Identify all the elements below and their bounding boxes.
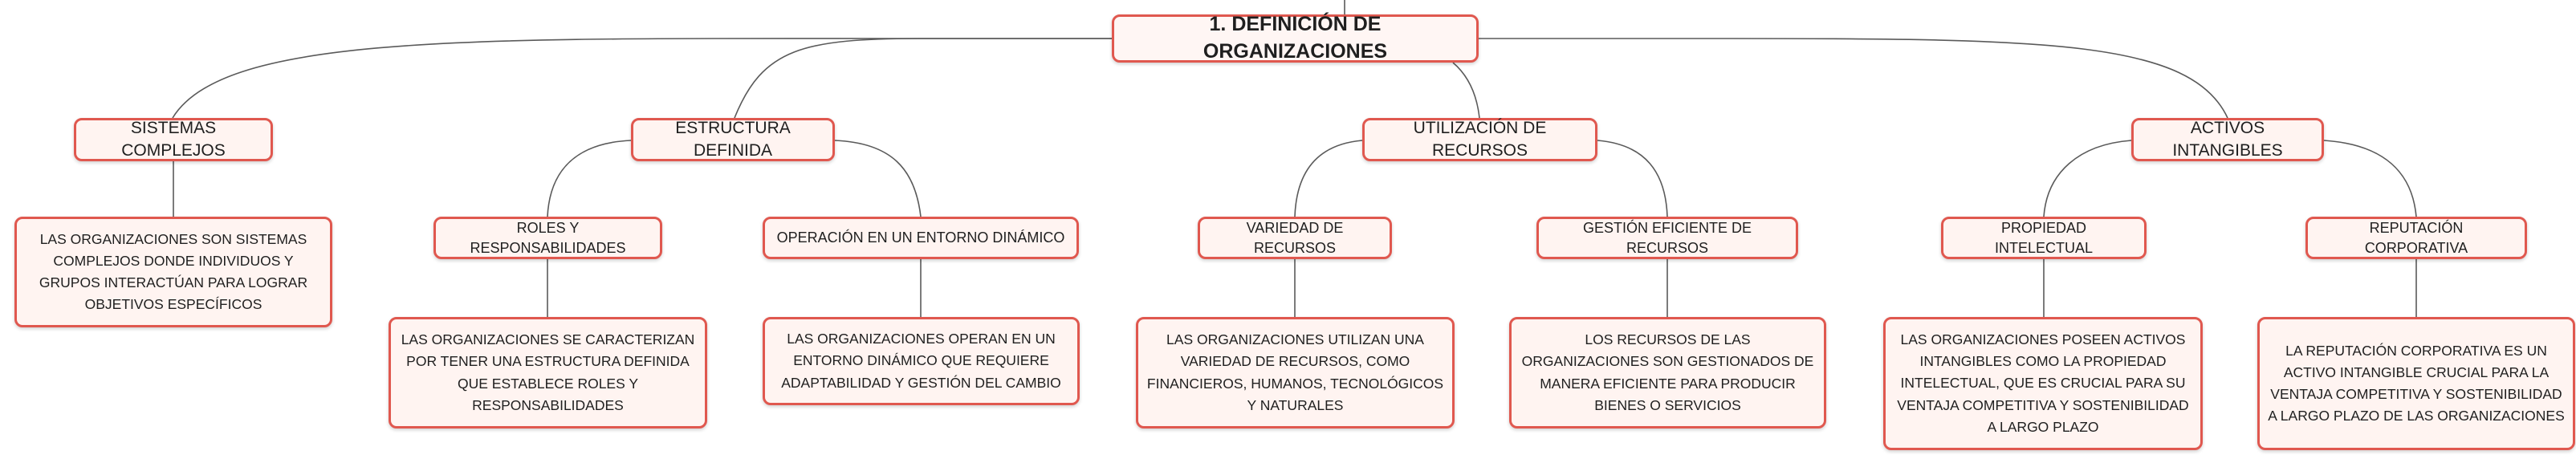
- connector-root-activos: [1479, 38, 2228, 119]
- subtopic-label: PROPIEDAD INTELECTUAL: [1994, 220, 2094, 256]
- connector-utilizacion-variedad: [1294, 140, 1363, 217]
- topic-label: UTILIZACIÓN DE RECURSOS: [1413, 118, 1547, 160]
- subtopic-label: ROLES Y RESPONSABILIDADES: [470, 220, 626, 256]
- subtopic-label: VARIEDAD DE RECURSOS: [1246, 220, 1344, 256]
- connector-root-estructura: [734, 38, 1112, 119]
- subtopic-label: OPERACIÓN EN UN ENTORNO DINÁMICO: [776, 229, 1065, 246]
- topic-estructura-definida[interactable]: ESTRUCTURA DEFINIDA: [631, 118, 835, 161]
- leaf-text: LA REPUTACIÓN CORPORATIVA ES UN ACTIVO I…: [2268, 342, 2565, 424]
- subtopic-label: REPUTACIÓN CORPORATIVA: [2364, 220, 2468, 256]
- leaf-variedad-de-recursos[interactable]: LAS ORGANIZACIONES UTILIZAN UNA VARIEDAD…: [1136, 317, 1455, 428]
- leaf-reputacion-corporativa[interactable]: LA REPUTACIÓN CORPORATIVA ES UN ACTIVO I…: [2257, 317, 2575, 450]
- connector-estructura-roles: [547, 140, 632, 217]
- leaf-operacion-en-un-entorno-dinamico[interactable]: LAS ORGANIZACIONES OPERAN EN UN ENTORNO …: [763, 317, 1080, 405]
- root-topic[interactable]: 1. DEFINICIÓN DE ORGANIZACIONES: [1112, 13, 1479, 63]
- leaf-text: LAS ORGANIZACIONES SE CARACTERIZAN POR T…: [401, 331, 695, 413]
- leaf-gestion-eficiente-de-recursos[interactable]: LOS RECURSOS DE LAS ORGANIZACIONES SON G…: [1509, 317, 1826, 428]
- leaf-sistemas-complejos[interactable]: LAS ORGANIZACIONES SON SISTEMAS COMPLEJO…: [14, 217, 332, 327]
- subtopic-label: GESTIÓN EFICIENTE DE RECURSOS: [1582, 220, 1752, 256]
- leaf-text: LAS ORGANIZACIONES SON SISTEMAS COMPLEJO…: [39, 230, 308, 313]
- leaf-text: LOS RECURSOS DE LAS ORGANIZACIONES SON G…: [1521, 331, 1814, 413]
- subtopic-propiedad-intelectual[interactable]: PROPIEDAD INTELECTUAL: [1941, 217, 2147, 259]
- subtopic-operacion-en-un-entorno-dinamico[interactable]: OPERACIÓN EN UN ENTORNO DINÁMICO: [763, 217, 1079, 259]
- topic-utilizacion-de-recursos[interactable]: UTILIZACIÓN DE RECURSOS: [1362, 118, 1597, 161]
- leaf-text: LAS ORGANIZACIONES POSEEN ACTIVOS INTANG…: [1897, 331, 2189, 435]
- subtopic-reputacion-corporativa[interactable]: REPUTACIÓN CORPORATIVA: [2305, 217, 2527, 259]
- topic-sistemas-complejos[interactable]: SISTEMAS COMPLEJOS: [74, 118, 273, 161]
- connector-root-sistemas: [172, 38, 1112, 119]
- root-topic-label: 1. DEFINICIÓN DE ORGANIZACIONES: [1203, 13, 1388, 63]
- leaf-propiedad-intelectual[interactable]: LAS ORGANIZACIONES POSEEN ACTIVOS INTANG…: [1883, 317, 2203, 450]
- connector-estructura-operacion: [834, 140, 922, 217]
- connector-activos-propiedad: [2043, 140, 2132, 217]
- topic-label: ESTRUCTURA DEFINIDA: [675, 118, 791, 160]
- leaf-roles-y-responsabilidades[interactable]: LAS ORGANIZACIONES SE CARACTERIZAN POR T…: [389, 317, 707, 428]
- topic-label: ACTIVOS INTANGIBLES: [2172, 118, 2283, 160]
- subtopic-gestion-eficiente-de-recursos[interactable]: GESTIÓN EFICIENTE DE RECURSOS: [1536, 217, 1798, 259]
- leaf-text: LAS ORGANIZACIONES OPERAN EN UN ENTORNO …: [781, 331, 1061, 391]
- connector-activos-reputacion: [2323, 140, 2417, 217]
- topic-label: SISTEMAS COMPLEJOS: [121, 118, 226, 160]
- subtopic-variedad-de-recursos[interactable]: VARIEDAD DE RECURSOS: [1198, 217, 1392, 259]
- connector-root-utilizacion: [1452, 62, 1480, 119]
- connector-utilizacion-gestion: [1597, 140, 1668, 217]
- subtopic-roles-y-responsabilidades[interactable]: ROLES Y RESPONSABILIDADES: [433, 217, 662, 259]
- leaf-text: LAS ORGANIZACIONES UTILIZAN UNA VARIEDAD…: [1146, 331, 1444, 413]
- topic-activos-intangibles[interactable]: ACTIVOS INTANGIBLES: [2131, 118, 2324, 161]
